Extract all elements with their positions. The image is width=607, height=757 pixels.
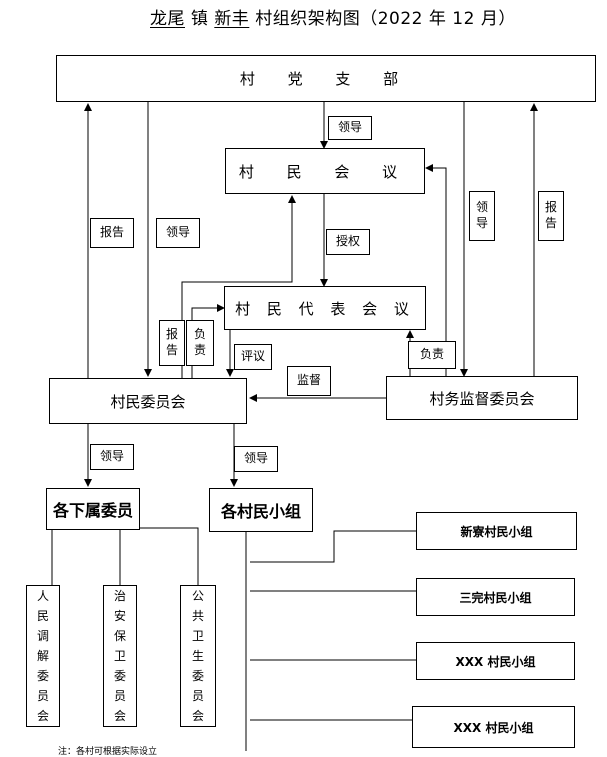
edge-label-lead-supervision: 领导 bbox=[469, 191, 495, 241]
edge-label-report-supervision: 报告 bbox=[538, 191, 564, 241]
health-committee-label: 公共卫生委员会 bbox=[192, 589, 205, 723]
villagers-committee-label: 村民委员会 bbox=[110, 392, 186, 411]
supervision-committee-node: 村务监督委员会 bbox=[386, 376, 578, 420]
party-branch-node: 村 党 支 部 bbox=[56, 55, 596, 102]
village-groups-label: 各村民小组 bbox=[220, 502, 301, 521]
representatives-meeting-node: 村 民 代 表 会 议 bbox=[224, 286, 426, 330]
mediation-committee-label: 人民调解委员会 bbox=[37, 589, 50, 723]
representatives-meeting-label: 村 民 代 表 会 议 bbox=[235, 299, 415, 318]
village-groups-node: 各村民小组 bbox=[209, 488, 313, 532]
edge-label-lead-subordinates: 领导 bbox=[90, 444, 134, 470]
group-label-1: 新寮村民小组 bbox=[460, 524, 533, 539]
edge-label-lead-groups: 领导 bbox=[234, 446, 278, 472]
group-node-1: 新寮村民小组 bbox=[416, 512, 577, 550]
group-node-2: 三完村民小组 bbox=[416, 578, 575, 616]
health-committee-node: 公共卫生委员会 bbox=[180, 585, 216, 727]
group-node-4: XXX 村民小组 bbox=[412, 706, 575, 748]
party-branch-label: 村 党 支 部 bbox=[239, 70, 413, 88]
edge-label-report-reps: 报告 bbox=[159, 320, 185, 366]
mediation-committee-node: 人民调解委员会 bbox=[26, 585, 60, 727]
supervision-committee-label: 村务监督委员会 bbox=[429, 389, 535, 408]
edge-label-responsible-reps: 负责 bbox=[186, 320, 214, 366]
edge-label-lead-meeting: 领导 bbox=[328, 116, 372, 140]
edge-label-responsible-supervision: 负责 bbox=[408, 341, 456, 369]
security-committee-node: 治安保卫委员会 bbox=[103, 585, 137, 727]
edge-label-evaluate: 评议 bbox=[234, 344, 272, 370]
villagers-meeting-node: 村 民 会 议 bbox=[225, 148, 425, 194]
group-label-3: XXX 村民小组 bbox=[455, 654, 536, 669]
town-name: 龙尾 bbox=[150, 9, 185, 29]
page-title: 龙尾 镇 新丰 村组织架构图（2022 年 12 月） bbox=[150, 4, 580, 30]
edge-label-supervise: 监督 bbox=[287, 366, 331, 396]
security-committee-label: 治安保卫委员会 bbox=[114, 589, 127, 723]
village-name: 新丰 bbox=[214, 9, 250, 29]
town-suffix: 镇 bbox=[190, 9, 209, 29]
villagers-meeting-label: 村 民 会 议 bbox=[238, 162, 412, 181]
subordinate-committees-node: 各下属委员 bbox=[46, 488, 140, 530]
edge-label-authorize: 授权 bbox=[326, 229, 370, 255]
edge-label-lead-committee: 领导 bbox=[156, 218, 200, 248]
group-label-2: 三完村民小组 bbox=[459, 590, 532, 605]
villagers-committee-node: 村民委员会 bbox=[49, 378, 247, 424]
title-rest: 村组织架构图（2022 年 12 月） bbox=[255, 9, 516, 29]
group-node-3: XXX 村民小组 bbox=[416, 642, 575, 680]
edge-label-report-committee: 报告 bbox=[90, 218, 134, 248]
subordinate-committees-label: 各下属委员 bbox=[52, 501, 133, 520]
group-label-4: XXX 村民小组 bbox=[453, 720, 534, 735]
